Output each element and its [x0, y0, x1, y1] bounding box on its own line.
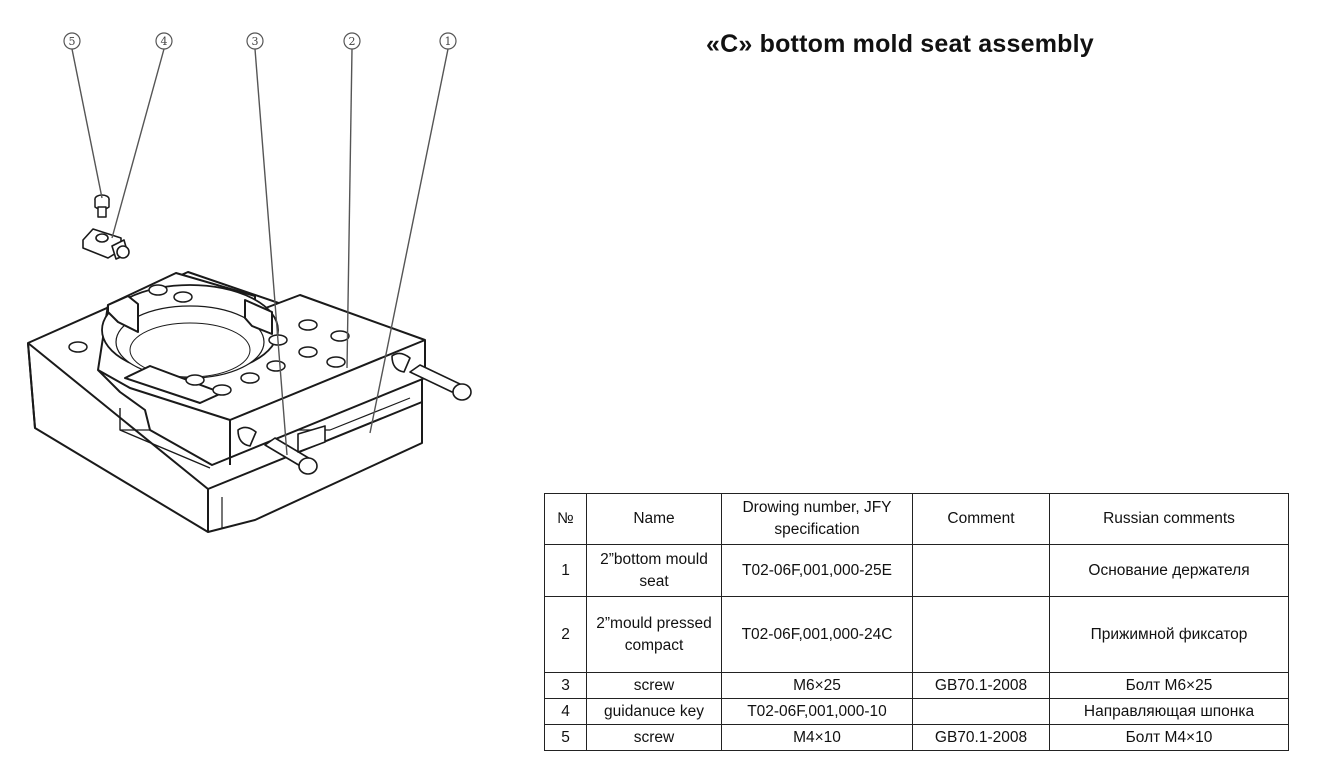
- cell-russian: Направляющая шпонка: [1049, 698, 1289, 725]
- cell-number: 2: [544, 596, 587, 673]
- callout-3: 3: [246, 32, 264, 50]
- cell-name: 2”mould pressed compact: [586, 596, 722, 673]
- cell-drawing: M6×25: [721, 672, 913, 699]
- cell-comment: [912, 596, 1050, 673]
- plate-holes: [68, 284, 350, 396]
- callout-5: 5: [63, 32, 81, 50]
- callout-1-label: 1: [445, 35, 452, 48]
- cell-number: 4: [544, 698, 587, 725]
- small-screw-part: [94, 194, 110, 218]
- table-row: 5 screw M4×10 GB70.1-2008 Болт М4×10: [544, 724, 1289, 751]
- cell-drawing: T02-06F,001,000-10: [721, 698, 913, 725]
- table-header-row: № Name Drowing number, JFY specification…: [544, 493, 1289, 545]
- header-name: Name: [586, 493, 722, 545]
- table-row: 2 2”mould pressed compact T02-06F,001,00…: [544, 596, 1289, 673]
- header-number: №: [544, 493, 587, 545]
- cell-drawing: T02-06F,001,000-24C: [721, 596, 913, 673]
- header-russian-comments: Russian comments: [1049, 493, 1289, 545]
- cell-russian: Прижимной фиксатор: [1049, 596, 1289, 673]
- callout-4-label: 4: [161, 35, 168, 48]
- callout-5-label: 5: [69, 35, 76, 48]
- callout-leaders: [71, 48, 449, 456]
- assembly-drawing: 5 4 3 2 1: [27, 32, 472, 533]
- side-screw-part: [237, 352, 472, 475]
- cell-comment: [912, 698, 1050, 725]
- cell-drawing: T02-06F,001,000-25E: [721, 544, 913, 597]
- cell-comment: GB70.1-2008: [912, 724, 1050, 751]
- cell-comment: [912, 544, 1050, 597]
- callout-2-label: 2: [349, 35, 356, 48]
- cell-name: 2”bottom mould seat: [586, 544, 722, 597]
- page-title: «C» bottom mold seat assembly: [706, 30, 1094, 58]
- table-row: 3 screw M6×25 GB70.1-2008 Болт М6×25: [544, 672, 1289, 699]
- mould-pressed-compact-part: [97, 272, 426, 466]
- guidance-key-part: [82, 228, 130, 260]
- header-comment: Comment: [912, 493, 1050, 545]
- callout-3-label: 3: [252, 35, 259, 48]
- cell-name: screw: [586, 724, 722, 751]
- table-row: 1 2”bottom mould seat T02-06F,001,000-25…: [544, 544, 1289, 597]
- callout-2: 2: [343, 32, 361, 50]
- cell-russian: Болт М4×10: [1049, 724, 1289, 751]
- table-row: 4 guidanuce key T02-06F,001,000-10 Напра…: [544, 698, 1289, 725]
- callout-4: 4: [155, 32, 173, 50]
- header-drawing-number: Drowing number, JFY specification: [721, 493, 913, 545]
- cell-name: guidanuce key: [586, 698, 722, 725]
- cell-name: screw: [586, 672, 722, 699]
- cell-comment: GB70.1-2008: [912, 672, 1050, 699]
- cell-russian: Основание держателя: [1049, 544, 1289, 597]
- cell-drawing: M4×10: [721, 724, 913, 751]
- parts-table: № Name Drowing number, JFY specification…: [544, 493, 1289, 751]
- cell-number: 3: [544, 672, 587, 699]
- cell-russian: Болт М6×25: [1049, 672, 1289, 699]
- cell-number: 1: [544, 544, 587, 597]
- cell-number: 5: [544, 724, 587, 751]
- callout-1: 1: [439, 32, 457, 50]
